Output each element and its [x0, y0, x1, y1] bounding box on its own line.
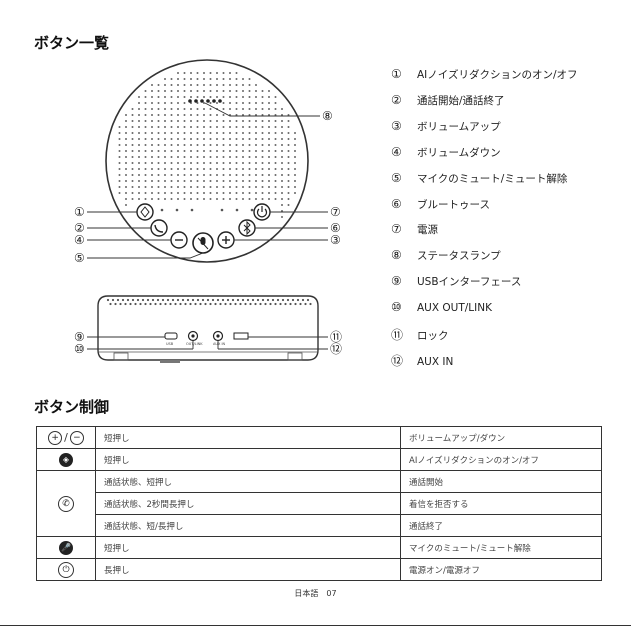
callout-4: ④ [74, 233, 85, 247]
volume-up-button[interactable] [217, 231, 235, 249]
section-title-button-list: ボタン一覧 [34, 34, 110, 52]
speaker-side-view: USB OUT/LINK AUX IN [97, 295, 319, 363]
table-row: ✆ 通話状態、短押し 通話開始 [36, 470, 602, 537]
table-row: ⏻ 長押し 電源オン/電源オフ [36, 558, 602, 581]
table-row: ◈ 短押し AIノイズリダクションのオン/オフ [36, 448, 602, 471]
ai-noise-button[interactable] [136, 203, 154, 221]
status-lamp-dots [188, 99, 222, 103]
table-row: 通話状態、短/長押し 通話終了 [37, 514, 602, 537]
callout-lines [87, 102, 328, 259]
table-row: +/− 短押し ボリュームアップ/ダウン [36, 426, 602, 449]
callout-11: ⑪ [330, 330, 342, 344]
minus-icon: − [69, 430, 84, 445]
mic-mute-button[interactable] [192, 232, 214, 254]
page-footer: 日本語 07 [294, 589, 337, 598]
lock-slot [233, 332, 249, 340]
page-bottom-rule [0, 625, 631, 626]
callout-3: ③ [330, 233, 341, 247]
volume-down-button[interactable] [170, 231, 188, 249]
plus-icon: + [48, 430, 63, 445]
speaker-grille [118, 72, 296, 218]
table-row: 🎤 短押し マイクのミュート/ミュート解除 [36, 536, 602, 559]
callout-9: ⑨ [74, 330, 85, 344]
callout-numbers: ① ② ④ ⑤ ⑧ ⑦ ⑥ ③ [74, 109, 341, 265]
call-button[interactable] [150, 219, 168, 237]
port-label-usb: USB [166, 342, 174, 346]
callout-1: ① [74, 205, 85, 219]
phone-icon: ✆ [58, 495, 74, 512]
mic-mute-icon: 🎤 [59, 540, 73, 555]
power-icon: ⏻ [58, 561, 74, 578]
ai-noise-icon: ◈ [59, 452, 73, 467]
power-button[interactable] [253, 203, 271, 221]
section-title-button-control: ボタン制御 [34, 398, 110, 416]
callout-10: ⑩ [74, 342, 85, 356]
callout-12: ⑫ [330, 342, 342, 356]
callout-7: ⑦ [330, 205, 341, 219]
callout-5: ⑤ [74, 251, 85, 265]
button-control-table: +/− 短押し ボリュームアップ/ダウン ◈ 短押し AIノイズリダクションのオ… [36, 426, 602, 581]
speaker-top-body [105, 59, 309, 263]
table-row: 通話状態、2秒間長押し 着信を拒否する [37, 492, 602, 515]
port-label-aux-in: AUX IN [213, 342, 225, 346]
usb-port [164, 332, 178, 340]
callout-6: ⑥ [330, 221, 341, 235]
port-label-out-link: OUT/LINK [186, 342, 203, 346]
callout-8: ⑧ [322, 109, 333, 123]
speaker-diagram: ① ② ④ ⑤ ⑧ ⑦ ⑥ ③ USB OUT/LINK AUX IN [74, 59, 342, 363]
indicator-dots [160, 208, 254, 212]
callout-2: ② [74, 221, 85, 235]
bluetooth-button[interactable] [238, 219, 256, 237]
